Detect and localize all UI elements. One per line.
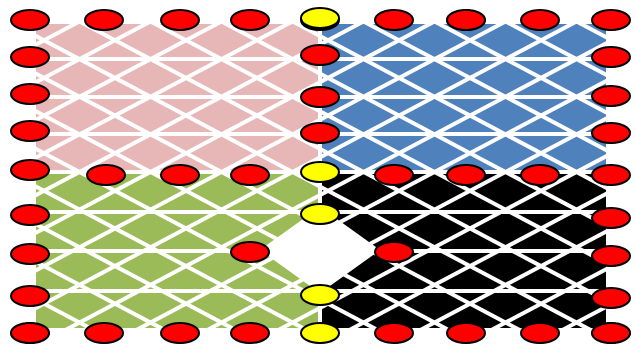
red-node-marker <box>160 9 200 31</box>
red-node-marker <box>230 164 270 186</box>
grid-line-diagonal-up <box>34 22 192 330</box>
red-node-marker <box>84 322 124 344</box>
red-node-marker <box>300 86 340 108</box>
red-node-marker <box>300 122 340 144</box>
grid-line-diagonal-up <box>464 22 608 330</box>
red-node-marker <box>520 164 560 186</box>
red-node-marker <box>10 83 50 105</box>
red-node-marker <box>10 46 50 68</box>
red-node-marker <box>446 9 486 31</box>
grid-line-diagonal-up <box>0 0 475 344</box>
red-node-marker <box>230 241 270 263</box>
red-node-marker <box>10 159 50 181</box>
red-node-marker <box>591 207 631 229</box>
red-node-marker <box>591 164 631 186</box>
red-node-marker <box>520 322 560 344</box>
yellow-node-marker <box>300 161 340 183</box>
red-node-marker <box>160 322 200 344</box>
red-node-marker <box>374 322 414 344</box>
red-node-marker <box>591 245 631 267</box>
red-node-marker <box>10 9 50 31</box>
red-node-marker <box>591 85 631 107</box>
red-node-marker <box>10 204 50 226</box>
red-node-marker <box>591 46 631 68</box>
red-node-marker <box>86 164 126 186</box>
yellow-node-marker <box>300 322 340 344</box>
grid-line-diagonal-up <box>0 0 617 344</box>
red-node-marker <box>591 122 631 144</box>
grid-line-diagonal-up <box>0 0 333 344</box>
yellow-node-marker <box>300 284 340 306</box>
red-node-marker <box>591 322 631 344</box>
red-node-marker <box>374 9 414 31</box>
grid-line-diagonal-up <box>0 0 546 344</box>
red-node-marker <box>160 164 200 186</box>
red-node-marker <box>10 243 50 265</box>
grid-line-diagonal-up <box>109 22 608 330</box>
yellow-node-marker <box>300 203 340 225</box>
red-node-marker <box>446 164 486 186</box>
grid-line-diagonal-up <box>38 22 608 330</box>
grid-line-diagonal-up <box>251 22 608 330</box>
grid-line-diagonal-up <box>322 22 608 330</box>
grid-line-diagonal-up <box>393 22 608 330</box>
grid-line-diagonal-down <box>322 22 608 330</box>
red-node-marker <box>446 322 486 344</box>
grid-line-diagonal-down <box>34 22 192 330</box>
red-node-marker <box>10 120 50 142</box>
grid-line-diagonal-down <box>34 22 263 330</box>
grid-line-diagonal-up <box>180 22 608 330</box>
red-node-marker <box>84 9 124 31</box>
marker-layer <box>10 7 631 344</box>
yellow-node-marker <box>300 7 340 29</box>
red-node-marker <box>10 285 50 307</box>
red-node-marker <box>10 322 50 344</box>
red-node-marker <box>520 9 560 31</box>
grid-line-diagonal-down <box>393 22 608 330</box>
grid-line-diagonal-up <box>34 22 263 330</box>
grid-line-diagonal-up <box>0 0 404 344</box>
red-node-marker <box>591 287 631 309</box>
notch-gap <box>260 207 380 293</box>
grid-line-diagonal-down <box>0 0 333 344</box>
red-node-marker <box>591 9 631 31</box>
red-node-marker <box>230 322 270 344</box>
red-node-marker <box>300 44 340 66</box>
grid-line-diagonal-down <box>464 22 608 330</box>
red-node-marker <box>374 164 414 186</box>
red-node-marker <box>374 241 414 263</box>
red-node-marker <box>230 9 270 31</box>
